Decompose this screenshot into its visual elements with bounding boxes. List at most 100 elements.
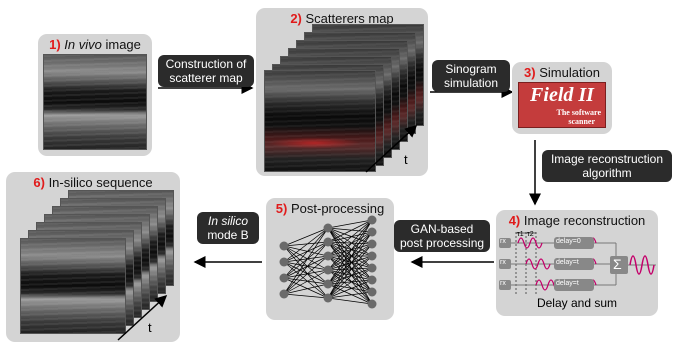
tau-2-label: τ2 — [527, 231, 534, 238]
time-label: t — [404, 152, 408, 167]
nn-connection — [327, 267, 373, 285]
nn-connection — [327, 243, 373, 299]
nn-connection — [283, 277, 329, 299]
nn-connection — [283, 269, 329, 279]
nn-connection — [283, 277, 329, 285]
nn-node — [279, 289, 289, 299]
nn-connection — [327, 243, 373, 257]
nn-connection — [283, 241, 329, 247]
nn-connection — [283, 241, 329, 263]
nn-node — [323, 265, 333, 275]
tau-1-label: τ1 — [517, 231, 524, 238]
nn-connection — [327, 279, 373, 299]
delay-label: delay=t — [556, 259, 579, 266]
panel-simulation: 3) Simulation Field II The software scan… — [512, 62, 612, 134]
panel-4-title: 4) Image reconstruction — [508, 213, 646, 228]
nn-connection — [327, 267, 373, 271]
nn-node — [367, 239, 377, 249]
nn-connection — [283, 245, 329, 285]
nn-connection — [283, 241, 329, 279]
panel-3-title: 3) Simulation — [524, 65, 600, 80]
nn-node — [367, 299, 377, 309]
rx-box — [499, 259, 511, 269]
panel-scatterers-map: 2) Scatterers map t — [256, 8, 428, 176]
nn-connection — [283, 269, 329, 295]
panel-2-title: 2) Scatterers map — [290, 11, 394, 26]
delay-box — [554, 237, 594, 249]
panel-6-title: 6) In-silico sequence — [33, 175, 153, 190]
nn-connection — [327, 227, 373, 257]
delay-and-sum-caption: Delay and sum — [536, 296, 618, 310]
nn-connection — [283, 255, 329, 279]
time-axis-arrow — [117, 294, 168, 341]
label-in-silico-mode-b: In silico mode B — [197, 212, 259, 244]
rx-box — [499, 238, 511, 248]
delay-box — [554, 279, 594, 291]
sum-box — [610, 256, 628, 274]
nn-node — [279, 241, 289, 251]
nn-connection — [327, 255, 373, 299]
nn-connection — [327, 241, 373, 245]
nn-node — [279, 273, 289, 283]
nn-node — [367, 251, 377, 261]
nn-connection — [327, 227, 373, 269]
nn-connection — [283, 261, 329, 299]
nn-connection — [283, 255, 329, 295]
panel-in-vivo-image: 1) In vivo image — [38, 34, 152, 156]
rx-label: rx — [500, 280, 506, 287]
nn-node — [367, 263, 377, 273]
rf-wave-sum — [629, 255, 655, 275]
time-axis-arrow — [365, 124, 418, 173]
rx-label: rx — [500, 259, 506, 266]
nn-node — [323, 293, 333, 303]
nn-connection — [327, 219, 373, 299]
nn-connection — [327, 243, 373, 271]
label-gan-based-post-processing: GAN-based post processing — [394, 220, 490, 252]
neural-network-diagram — [279, 215, 377, 309]
nn-connection — [327, 227, 373, 245]
nn-connection — [283, 245, 329, 257]
nn-node — [367, 215, 377, 225]
nn-connection — [327, 219, 373, 229]
nn-connection — [283, 245, 329, 271]
nn-connection — [327, 267, 373, 299]
nn-connection — [327, 255, 373, 281]
nn-connection — [327, 279, 373, 285]
label-sinogram-simulation: Sinogram simulation — [432, 60, 510, 92]
nn-connection — [283, 227, 329, 247]
rf-wave — [525, 258, 551, 270]
nn-node — [323, 279, 333, 289]
nn-connection — [327, 243, 373, 285]
nn-connection — [283, 261, 329, 285]
nn-node — [279, 257, 289, 267]
rf-wave — [517, 237, 543, 249]
nn-node — [367, 275, 377, 285]
nn-connection — [283, 227, 329, 263]
nn-node — [323, 237, 333, 247]
nn-connection — [283, 227, 329, 279]
nn-node — [367, 287, 377, 297]
in-vivo-ultrasound-image — [43, 54, 147, 150]
nn-connection — [283, 261, 329, 271]
rx-label: rx — [500, 238, 506, 245]
panel-1-title: 1) In vivo image — [49, 37, 141, 52]
nn-connection — [327, 231, 373, 271]
nn-connection — [327, 291, 373, 299]
nn-connection — [327, 241, 373, 293]
nn-connection — [327, 219, 373, 257]
nn-connection — [283, 227, 329, 295]
nn-connection — [327, 231, 373, 299]
label-image-reconstruction-algorithm: Image reconstruction algorithm — [542, 150, 672, 182]
nn-connection — [327, 241, 373, 257]
panel-5-title: 5) Post-processing — [275, 201, 385, 216]
field-ii-logo: Field II The software scanner — [518, 82, 606, 128]
nn-connection — [283, 241, 329, 295]
sum-symbol: Σ — [613, 256, 622, 272]
nn-connection — [327, 227, 373, 233]
panel-in-silico-sequence: 6) In-silico sequence t — [6, 172, 180, 342]
nn-connection — [327, 241, 373, 269]
nn-connection — [327, 255, 373, 271]
rx-box — [499, 280, 511, 290]
delay-label: delay=0 — [556, 238, 581, 245]
nn-node — [323, 223, 333, 233]
